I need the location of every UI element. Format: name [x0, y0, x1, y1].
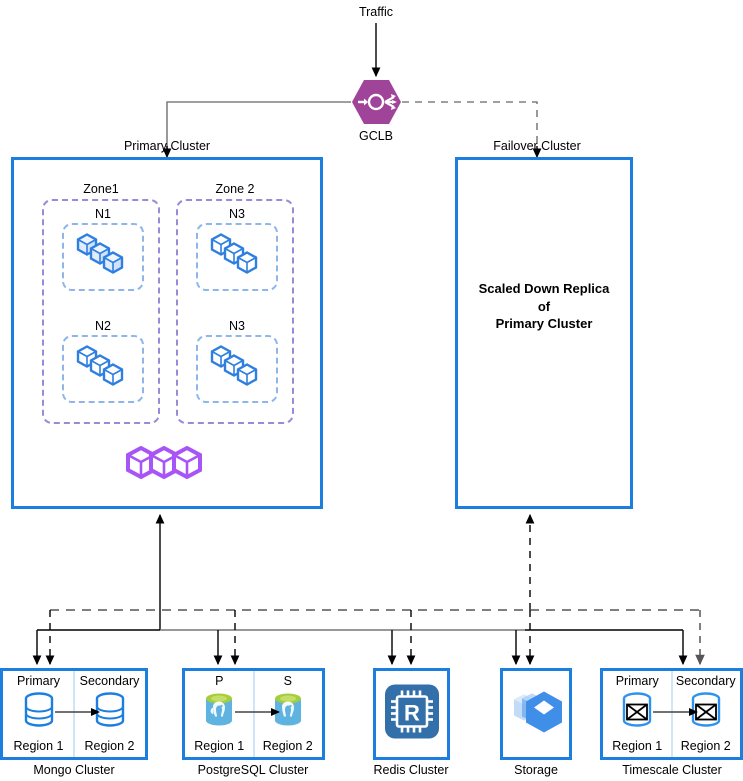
- node-n3-box[interactable]: N3: [196, 207, 278, 291]
- kubernetes-pods-icon: [209, 233, 265, 282]
- redis-chip-icon: R: [383, 683, 441, 746]
- zone-2-label: Zone 2: [212, 182, 258, 196]
- mongo-primary-region: Region 1: [13, 739, 64, 753]
- mongo-replication-arrow: [55, 708, 100, 716]
- failover-line-1: Scaled Down Replica: [478, 281, 610, 296]
- node-n1-label: N1: [92, 207, 114, 221]
- failover-cluster-caption: Failover Cluster: [493, 139, 581, 153]
- timescale-cluster-box[interactable]: Primary Region 1 Secondary: [600, 668, 743, 760]
- zone-1-box[interactable]: Zone1 N1: [42, 182, 160, 424]
- load-balancer-icon: [351, 79, 402, 125]
- postgres-primary-half[interactable]: P Region 1: [185, 671, 254, 757]
- timescale-primary-region: Region 1: [612, 739, 663, 753]
- node-n3-duplicate-box[interactable]: N3: [196, 319, 278, 403]
- failover-line-2: of: [537, 298, 551, 314]
- timescale-secondary-region: Region 2: [680, 739, 731, 753]
- postgres-divider: [252, 671, 255, 757]
- failover-cluster-box[interactable]: Scaled Down Replica of Primary Cluster: [455, 157, 633, 509]
- mongo-secondary-role: Secondary: [79, 674, 140, 688]
- wire-to-mongo: [32, 610, 55, 666]
- node-n2-label: N2: [92, 319, 114, 333]
- primary-cluster-caption: Primary Cluster: [123, 139, 211, 153]
- node-n3-duplicate-label: N3: [226, 319, 248, 333]
- gclb-label: GCLB: [358, 129, 394, 143]
- wire-to-storage: [511, 610, 535, 666]
- storage-caption: Storage: [514, 763, 558, 777]
- node-n3-label: N3: [226, 207, 248, 221]
- mongo-database-icon: [19, 690, 59, 735]
- wire-to-redis: [387, 610, 416, 666]
- timescale-database-icon: [617, 690, 657, 735]
- svg-text:R: R: [404, 701, 420, 726]
- redis-cluster-box[interactable]: R: [373, 668, 450, 760]
- mongo-primary-half[interactable]: Primary Region 1: [3, 671, 74, 757]
- mongo-primary-role: Primary: [16, 674, 61, 688]
- purple-cubes-icon: [126, 445, 206, 480]
- kubernetes-pods-icon: [75, 345, 131, 394]
- postgres-primary-role: P: [215, 674, 224, 688]
- postgresql-elephant-icon: [268, 690, 308, 735]
- node-n1-box[interactable]: N1: [62, 207, 144, 291]
- node-n2-box[interactable]: N2: [62, 319, 144, 403]
- storage-cube-icon: [508, 686, 564, 743]
- timescale-primary-half[interactable]: Primary Region 1: [603, 671, 672, 757]
- zone-2-box[interactable]: Zone 2 N3: [176, 182, 294, 424]
- postgres-secondary-role: S: [283, 674, 292, 688]
- wire-to-timescale: [678, 610, 705, 666]
- postgres-cluster-box[interactable]: P Region 1 S: [182, 668, 325, 760]
- postgres-primary-region: Region 1: [194, 739, 245, 753]
- postgres-secondary-half[interactable]: S Region 2: [254, 671, 323, 757]
- mongo-secondary-half[interactable]: Secondary Region 2: [74, 671, 145, 757]
- failover-line-3: Primary Cluster: [495, 316, 593, 332]
- wire-to-postgres: [213, 610, 240, 666]
- postgres-cluster-caption: PostgreSQL Cluster: [197, 763, 309, 777]
- mongo-cluster-box[interactable]: Primary Region 1 Secondary: [0, 668, 148, 760]
- postgres-secondary-region: Region 2: [262, 739, 313, 753]
- timescale-replication-arrow: [653, 708, 698, 716]
- redis-cluster-caption: Redis Cluster: [373, 763, 449, 777]
- failover-cluster-description: Scaled Down Replica of Primary Cluster: [458, 280, 630, 333]
- mongo-secondary-region: Region 2: [84, 739, 135, 753]
- mongo-divider: [73, 671, 75, 757]
- postgres-replication-arrow: [235, 708, 280, 716]
- postgresql-elephant-icon: [199, 690, 239, 735]
- traffic-label: Traffic: [358, 5, 394, 19]
- mongo-database-icon: [90, 690, 130, 735]
- kubernetes-pods-icon: [75, 233, 131, 282]
- mongo-cluster-caption: Mongo Cluster: [33, 763, 115, 777]
- timescale-primary-role: Primary: [615, 674, 659, 688]
- timescale-database-icon: [686, 690, 726, 735]
- timescale-cluster-caption: Timescale Cluster: [622, 763, 722, 777]
- timescale-divider: [670, 671, 673, 757]
- storage-box[interactable]: [500, 668, 572, 760]
- timescale-secondary-half[interactable]: Secondary Region 2: [672, 671, 741, 757]
- kubernetes-pods-icon: [209, 345, 265, 394]
- zone-1-label: Zone1: [80, 182, 122, 196]
- timescale-secondary-role: Secondary: [675, 674, 736, 688]
